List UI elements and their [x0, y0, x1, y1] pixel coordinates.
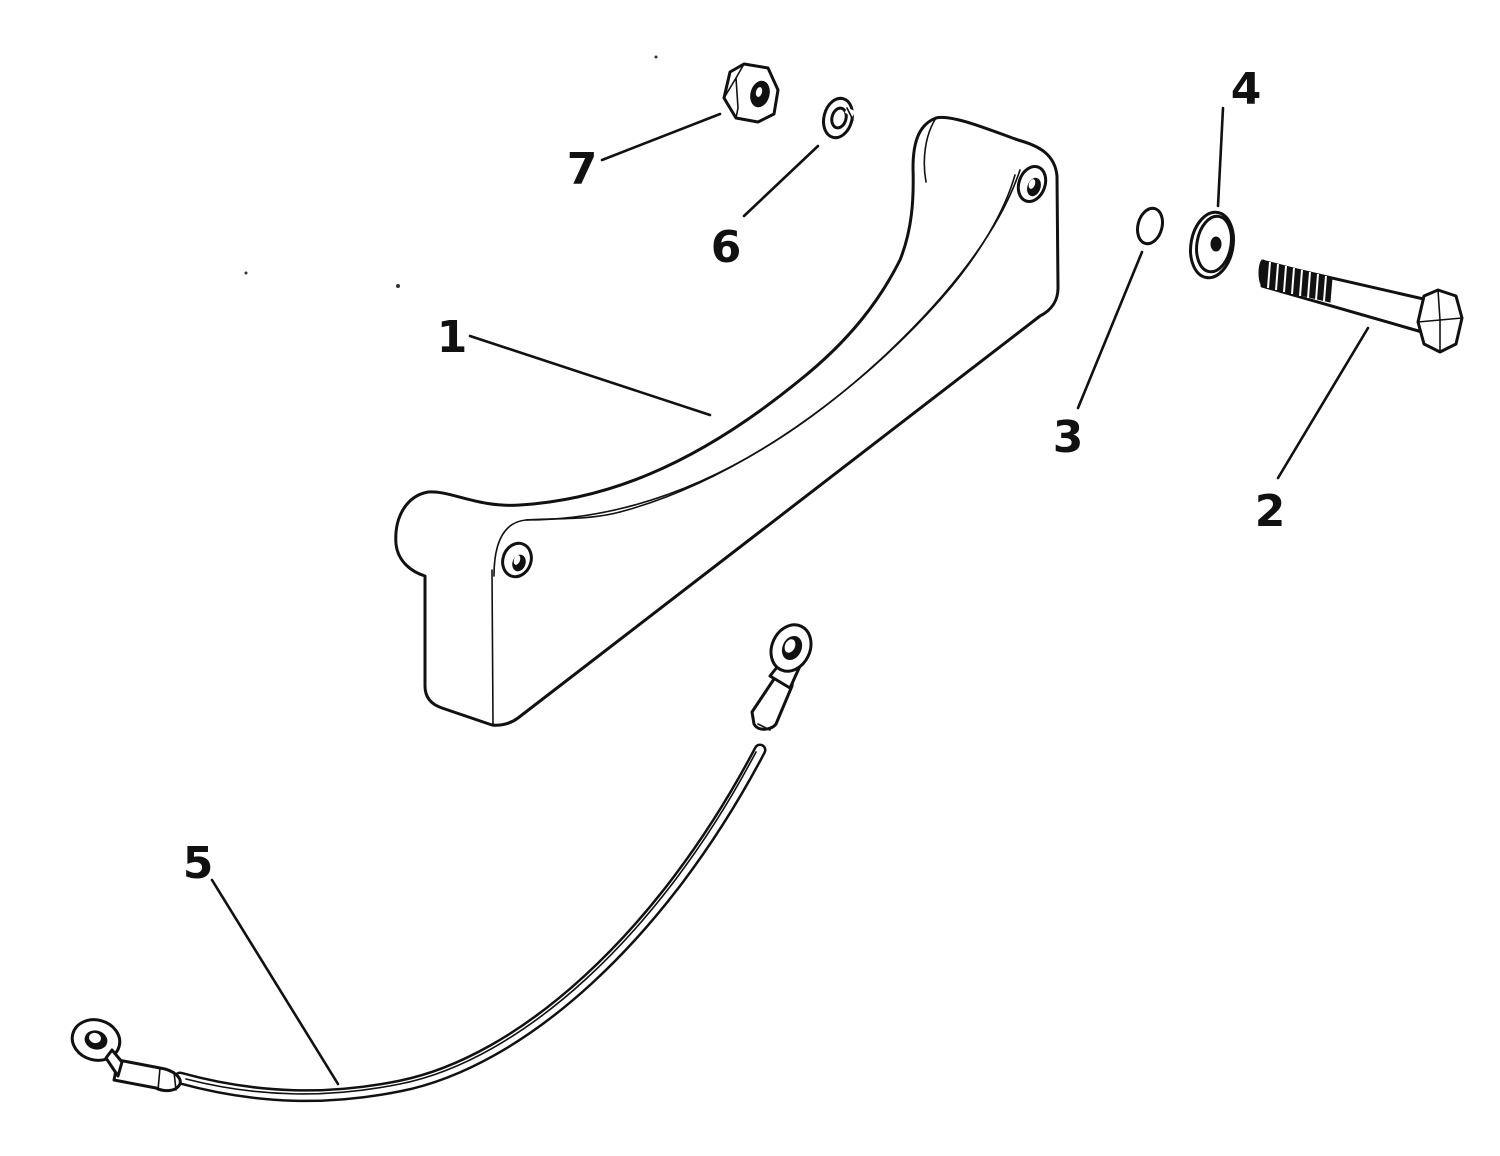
spacer-icon	[1136, 206, 1164, 246]
leader-5	[210, 878, 340, 1086]
callout-4: 4	[1231, 64, 1262, 115]
leader-3	[1076, 250, 1144, 410]
callout-7: 7	[567, 144, 598, 195]
callout-5: 5	[183, 838, 214, 889]
callout-2: 2	[1255, 486, 1286, 537]
leader-4	[1216, 106, 1225, 208]
ground-strap-icon	[70, 623, 813, 1103]
leader-1	[468, 334, 712, 417]
hex-bolt-icon	[1258, 259, 1464, 354]
leader-7	[600, 112, 722, 162]
callout-labels: 1 2 3 4 5 6 7	[183, 64, 1286, 889]
leader-lines	[210, 106, 1370, 1086]
scan-specks	[244, 55, 658, 288]
callout-6: 6	[711, 222, 742, 273]
callout-3: 3	[1053, 412, 1084, 463]
bolt-threads	[1258, 259, 1333, 303]
lockwasher-icon	[822, 96, 856, 140]
bracket-icon	[394, 115, 1060, 727]
callout-1: 1	[437, 312, 468, 363]
leader-2	[1276, 326, 1370, 480]
leader-6	[742, 144, 820, 218]
hex-nut-icon	[722, 62, 780, 124]
washer-icon	[1189, 210, 1235, 280]
